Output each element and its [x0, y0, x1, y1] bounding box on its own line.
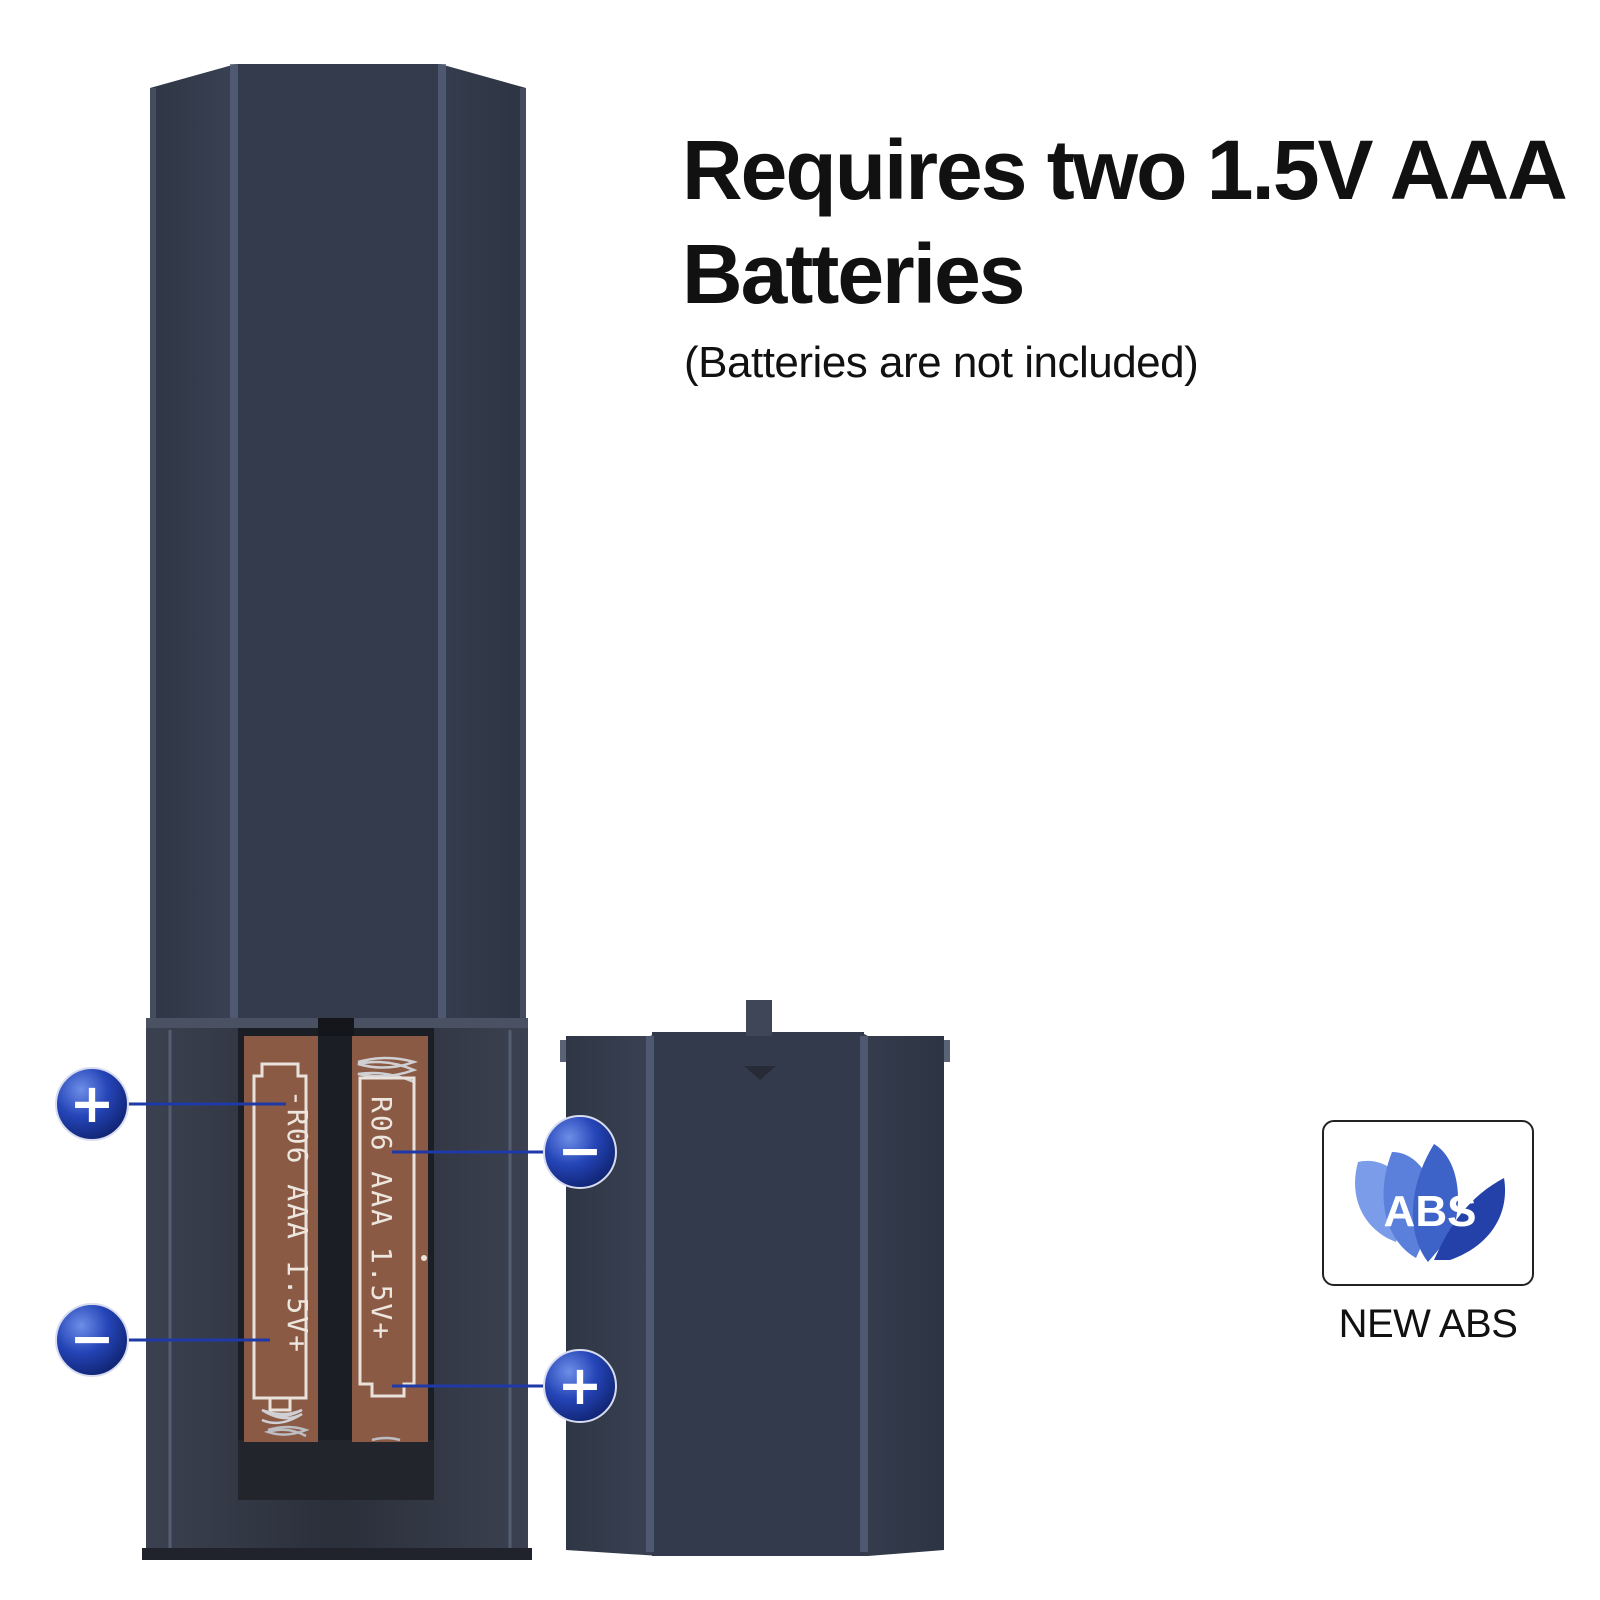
left-cell-label: -R06 AAA 1.5V+	[281, 1090, 314, 1354]
minus-marker-left	[55, 1303, 129, 1377]
plus-marker-left	[55, 1067, 129, 1141]
spring-contacts	[263, 1425, 401, 1442]
abs-badge: ABS	[1322, 1120, 1534, 1286]
abs-leaf-icon: ABS	[1355, 1144, 1506, 1262]
polarity-markers: + − − +	[55, 1067, 617, 1423]
minus-marker-right	[543, 1115, 617, 1189]
remote-body	[150, 64, 526, 1020]
plus-symbol-right: +	[557, 1354, 602, 1417]
right-cell-label: R06 AAA 1.5V+	[365, 1096, 398, 1341]
right-battery-slot: R06 AAA 1.5V+	[352, 1036, 428, 1442]
minus-symbol-right: −	[557, 1119, 602, 1182]
minus-symbol-left: −	[69, 1307, 114, 1370]
battery-cover	[560, 1000, 950, 1556]
left-battery-slot: -R06 AAA 1.5V+	[244, 1036, 318, 1442]
abs-caption: NEW ABS	[1338, 1302, 1518, 1346]
abs-logo-text: ABS	[1384, 1187, 1477, 1236]
headline-line-2: Batteries	[682, 227, 1026, 321]
batteries-note: (Batteries are not included)	[684, 338, 1199, 387]
headline-line-1: Requires two 1.5V AAA	[682, 123, 1568, 217]
headline: Requires two 1.5V AAA Batteries	[682, 118, 1582, 326]
battery-compartment	[142, 1018, 532, 1560]
plus-symbol-left: +	[69, 1072, 114, 1135]
plus-marker-right	[543, 1349, 617, 1423]
